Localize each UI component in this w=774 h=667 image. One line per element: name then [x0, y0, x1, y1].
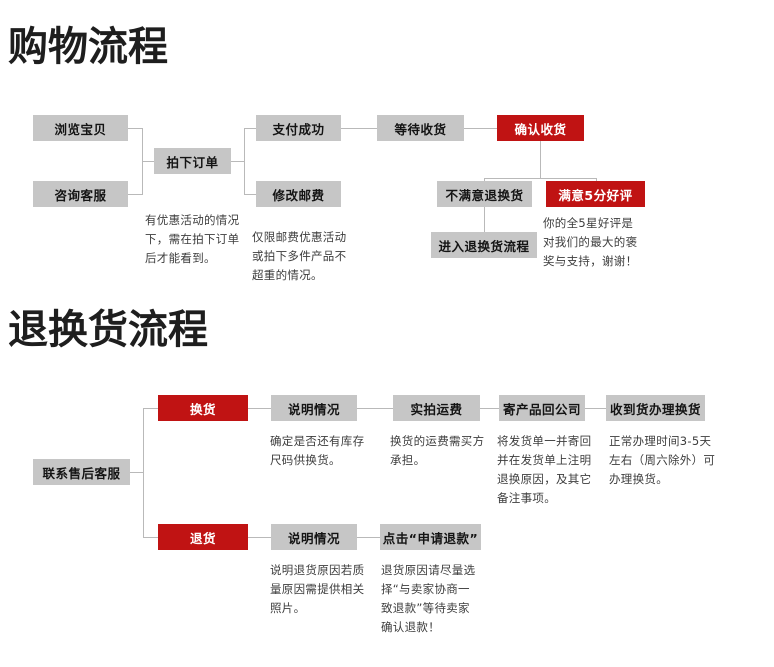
- connector-explain-to-click: [357, 537, 380, 538]
- connector-consult-out: [128, 194, 142, 195]
- connector-confirm-split: [484, 178, 596, 179]
- node-browse[interactable]: 浏览宝贝: [33, 115, 128, 141]
- node-explain-exchange[interactable]: 说明情况: [271, 395, 357, 421]
- node-send-back[interactable]: 寄产品回公司: [499, 395, 585, 421]
- note-line: 退货原因请尽量选: [381, 563, 476, 577]
- note-line: 超重的情况。: [252, 267, 323, 282]
- connector-contact-out: [130, 472, 143, 473]
- connector-confirm-down: [540, 141, 541, 178]
- connector-pay-to-await: [341, 128, 377, 129]
- connector-into-order: [142, 161, 154, 162]
- note-line: 退换原因，及其它: [497, 471, 592, 486]
- note-line: 说明退货原因若质: [270, 563, 365, 577]
- connector-order-out: [231, 161, 244, 162]
- connector-await-to-confirm: [464, 128, 498, 129]
- note-stock-size: 确定是否还有库存 尺码供换货。: [270, 432, 375, 470]
- page-title-shopping: 购物流程: [8, 24, 168, 70]
- connector-freight-to-sendback: [480, 408, 499, 409]
- note-line: 量原因需提供相关: [270, 581, 365, 596]
- note-line: 对我们的最大的褒: [543, 234, 638, 249]
- note-line: 致退款”等待卖家: [381, 600, 470, 615]
- node-pay-success[interactable]: 支付成功: [256, 115, 341, 141]
- node-confirm-receipt[interactable]: 确认收货: [497, 115, 584, 141]
- node-place-order[interactable]: 拍下订单: [154, 148, 231, 174]
- note-line: 左右（周六除外）可: [609, 452, 716, 467]
- node-refund[interactable]: 退货: [158, 524, 248, 550]
- connector-exchange-to-explain: [248, 408, 271, 409]
- node-five-star-praise[interactable]: 满意5分好评: [546, 181, 645, 207]
- note-line: 正常办理时间3-5天: [609, 434, 712, 448]
- node-consult[interactable]: 咨询客服: [33, 181, 128, 207]
- note-line: 照片。: [270, 600, 306, 615]
- connector-to-refund: [143, 537, 158, 538]
- note-line: 办理换货。: [609, 471, 668, 486]
- node-await-receipt[interactable]: 等待收货: [377, 115, 464, 141]
- note-line: 备注事项。: [497, 490, 556, 505]
- connector-refund-to-explain: [248, 537, 271, 538]
- connector-explain-to-freight: [357, 408, 393, 409]
- node-modify-shipping[interactable]: 修改邮费: [256, 181, 341, 207]
- node-click-apply-refund[interactable]: 点击“申请退款”: [380, 524, 481, 550]
- node-enter-return-flow[interactable]: 进入退换货流程: [431, 232, 537, 258]
- node-real-freight[interactable]: 实拍运费: [393, 395, 480, 421]
- node-contact-aftersales[interactable]: 联系售后客服: [33, 459, 130, 485]
- note-line: 有优惠活动的情况: [145, 213, 240, 227]
- note-line: 换货的运费需买方: [390, 434, 485, 448]
- note-line: 择“与卖家协商一: [381, 581, 470, 596]
- connector-to-modify: [244, 194, 256, 195]
- page-title-returns: 退换货流程: [8, 307, 208, 353]
- note-line: 将发货单一并寄回: [497, 434, 592, 448]
- note-praise-thanks: 你的全5星好评是 对我们的最大的褒 奖与支持，谢谢！: [543, 214, 648, 271]
- note-choose-negotiated-refund: 退货原因请尽量选 择“与卖家协商一 致退款”等待卖家 确认退款！: [381, 561, 491, 637]
- connector-unsatisfied-down: [484, 200, 485, 232]
- note-line: 仅限邮费优惠活动: [252, 230, 347, 244]
- note-line: 确认退款！: [381, 619, 440, 634]
- note-order-discount: 有优惠活动的情况 下，需在拍下订单 后才能看到。: [145, 211, 245, 268]
- node-explain-refund[interactable]: 说明情况: [271, 524, 357, 550]
- connector-to-exchange: [143, 408, 158, 409]
- connector-browse-out: [128, 128, 142, 129]
- note-line: 下，需在拍下订单: [145, 231, 240, 246]
- note-freight-buyer: 换货的运费需买方 承担。: [390, 432, 495, 470]
- connector-right-bracket: [244, 128, 245, 195]
- node-unsatisfied-return[interactable]: 不满意退换货: [437, 181, 532, 207]
- node-receive-exchange[interactable]: 收到货办理换货: [606, 395, 705, 421]
- note-line: 或拍下多件产品不: [252, 248, 347, 263]
- connector-returns-bracket: [143, 408, 144, 537]
- note-line: 确定是否还有库存: [270, 434, 365, 448]
- note-line: 尺码供换货。: [270, 452, 341, 467]
- note-line: 承担。: [390, 452, 426, 467]
- note-line: 你的全5星好评是: [543, 216, 634, 230]
- note-line: 并在发货单上注明: [497, 452, 592, 467]
- note-processing-time: 正常办理时间3-5天 左右（周六除外）可 办理换货。: [609, 432, 719, 489]
- note-line: 后才能看到。: [145, 250, 216, 265]
- node-exchange[interactable]: 换货: [158, 395, 248, 421]
- connector-to-pay: [244, 128, 256, 129]
- note-send-back-instructions: 将发货单一并寄回 并在发货单上注明 退换原因，及其它 备注事项。: [497, 432, 597, 508]
- note-line: 奖与支持，谢谢！: [543, 253, 638, 268]
- note-refund-reason-photo: 说明退货原因若质 量原因需提供相关 照片。: [270, 561, 375, 618]
- note-shipping-discount: 仅限邮费优惠活动 或拍下多件产品不 超重的情况。: [252, 228, 352, 285]
- connector-sendback-to-receive: [585, 408, 606, 409]
